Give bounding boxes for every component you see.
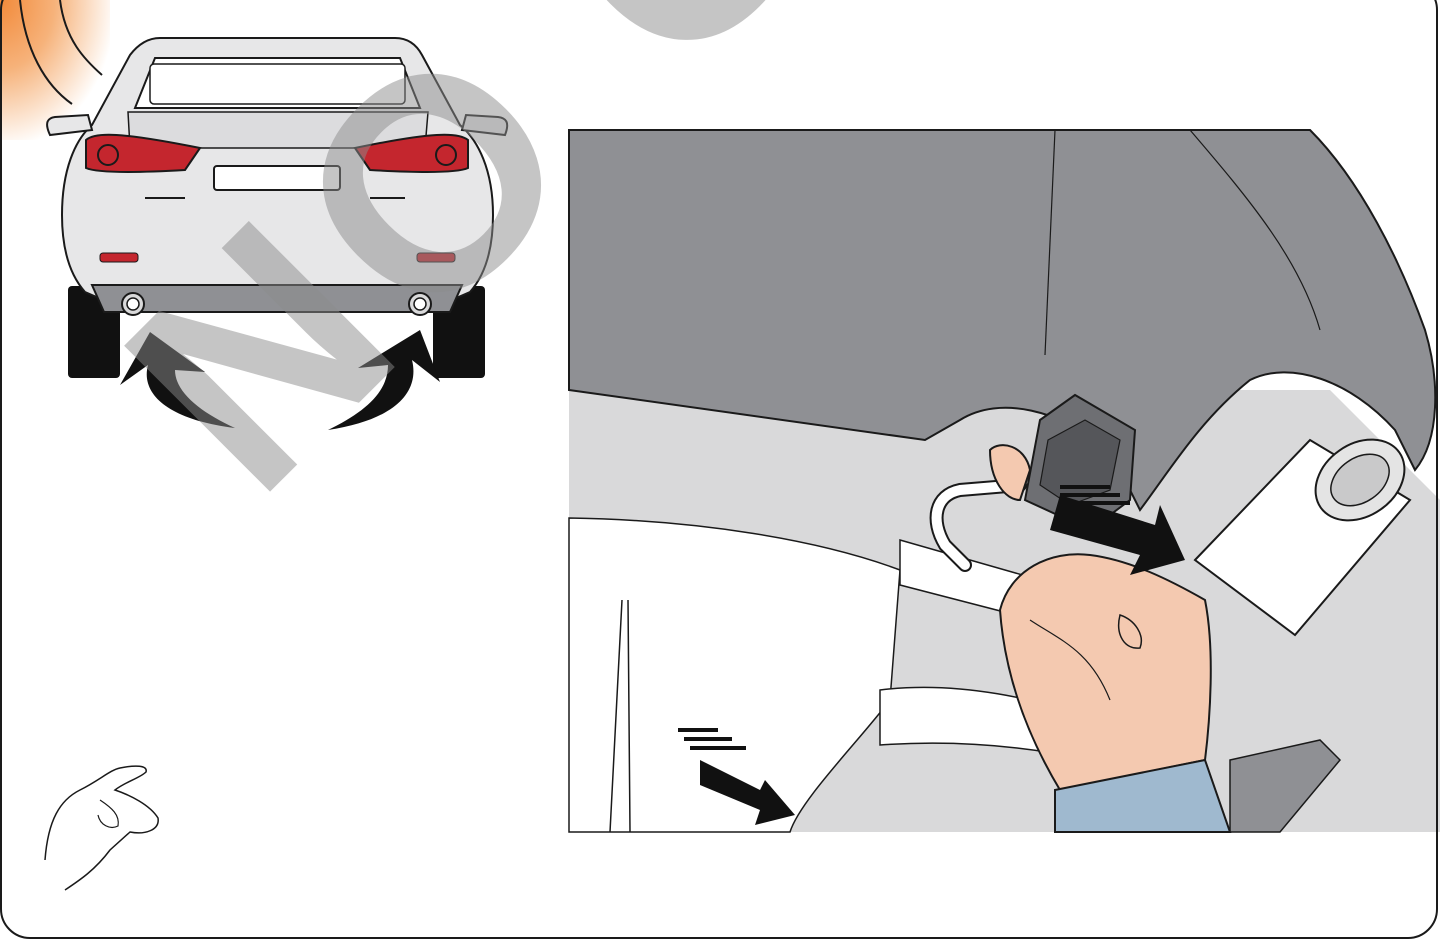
instruction-figure: NO OR (0, 0, 1443, 943)
figure-border (0, 0, 1438, 939)
